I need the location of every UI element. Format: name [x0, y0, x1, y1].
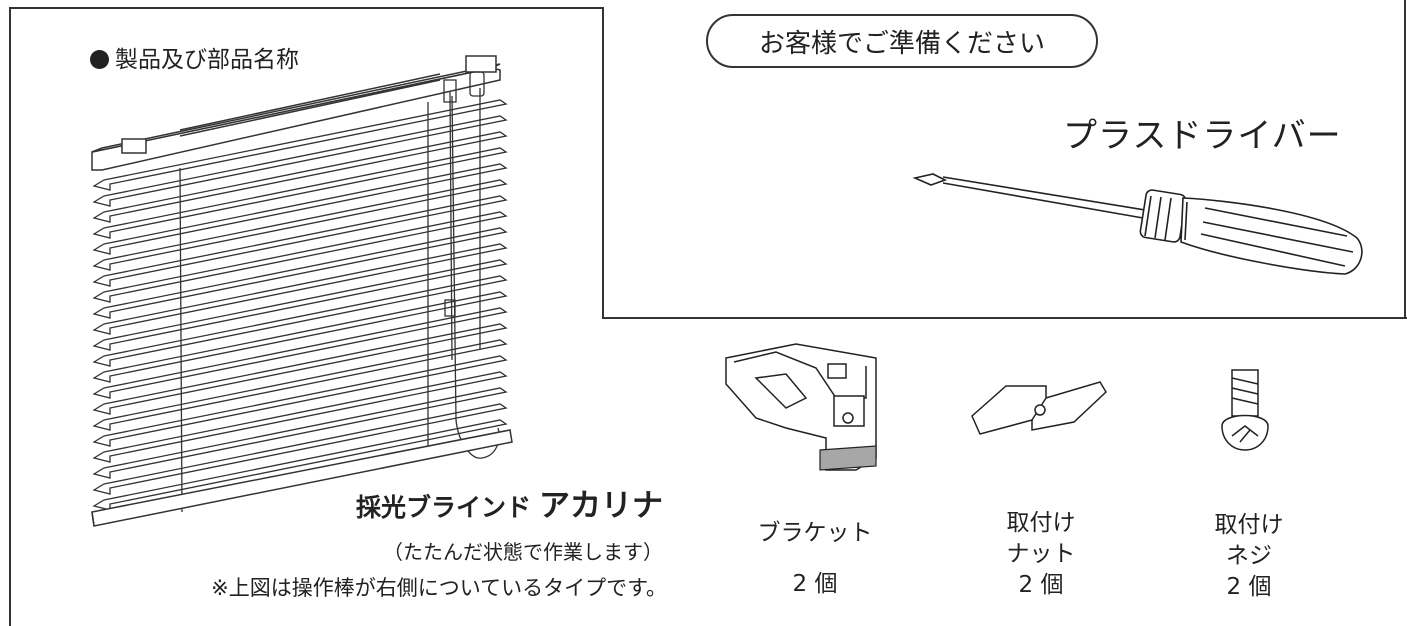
- blind-slat: [92, 355, 508, 447]
- part-nut-name-2: ナット: [1006, 541, 1076, 567]
- frame-mid: [602, 317, 1407, 319]
- blind-slat: [92, 115, 508, 207]
- customer-prepare-text: お客様でご準備ください: [758, 28, 1045, 59]
- blind-illustration: [91, 55, 513, 527]
- blind-slat: [92, 195, 508, 287]
- screwdriver-icon: [912, 173, 1363, 275]
- blind-slats: [92, 99, 508, 511]
- part-screw-name-2: ネジ: [1226, 543, 1272, 569]
- blind-slat: [92, 275, 508, 367]
- blind-headrail: [91, 55, 501, 171]
- part-screw-name-1: 取付け: [1214, 512, 1284, 538]
- part-nut-name-1: 取付け: [1006, 510, 1076, 536]
- blind-slat: [92, 259, 508, 351]
- section-title-text: 製品及び部品名称: [115, 47, 299, 73]
- part-screw: 取付け ネジ 2 個: [1174, 510, 1324, 603]
- blind-slat: [92, 179, 508, 271]
- note-state: （たたんだ状態で作業します）: [383, 540, 663, 564]
- blind-slat: [92, 131, 508, 223]
- product-label: 採光ブラインドアカリナ: [356, 480, 663, 525]
- frame-right: [1404, 0, 1406, 319]
- blind-slat: [92, 163, 508, 255]
- blind-slat: [92, 307, 508, 399]
- product-prefix: 採光ブラインド: [355, 493, 531, 522]
- bullet-icon: [90, 50, 109, 69]
- product-name: アカリナ: [539, 488, 663, 524]
- blind-slat: [92, 387, 508, 479]
- section-title: 製品及び部品名称: [90, 40, 299, 74]
- blind-slat: [92, 227, 508, 319]
- note-operation: ※上図は操作棒が右側についているタイプです。: [211, 576, 667, 600]
- screw-icon: [1221, 369, 1269, 451]
- blind-slat: [92, 371, 508, 463]
- bracket-icon: [725, 343, 877, 471]
- part-nut-qty: 2 個: [1018, 572, 1064, 598]
- customer-prepare-heading: お客様でご準備ください: [706, 14, 1098, 68]
- blind-slat: [92, 99, 508, 191]
- bracket-pad: [819, 445, 877, 471]
- part-bracket-name: ブラケット: [757, 520, 873, 546]
- blind-slat: [92, 291, 508, 383]
- blind-slat: [92, 323, 508, 415]
- nut-icon: [971, 381, 1107, 435]
- frame-left: [9, 7, 11, 626]
- blind-slat: [92, 147, 508, 239]
- blind-slat: [92, 339, 508, 431]
- frame-divider: [602, 7, 604, 319]
- part-nut: 取付け ナット 2 個: [966, 508, 1116, 601]
- frame-top-left: [9, 7, 603, 9]
- blind-slat: [92, 403, 508, 495]
- part-bracket: ブラケット 2 個: [740, 518, 890, 600]
- part-screw-qty: 2 個: [1226, 574, 1272, 600]
- screwdriver-label: プラスドライバー: [1063, 116, 1342, 156]
- part-bracket-qty: 2 個: [792, 571, 838, 597]
- blind-bottomrail: [91, 429, 513, 527]
- blind-slat: [92, 243, 508, 335]
- blind-slat: [92, 211, 508, 303]
